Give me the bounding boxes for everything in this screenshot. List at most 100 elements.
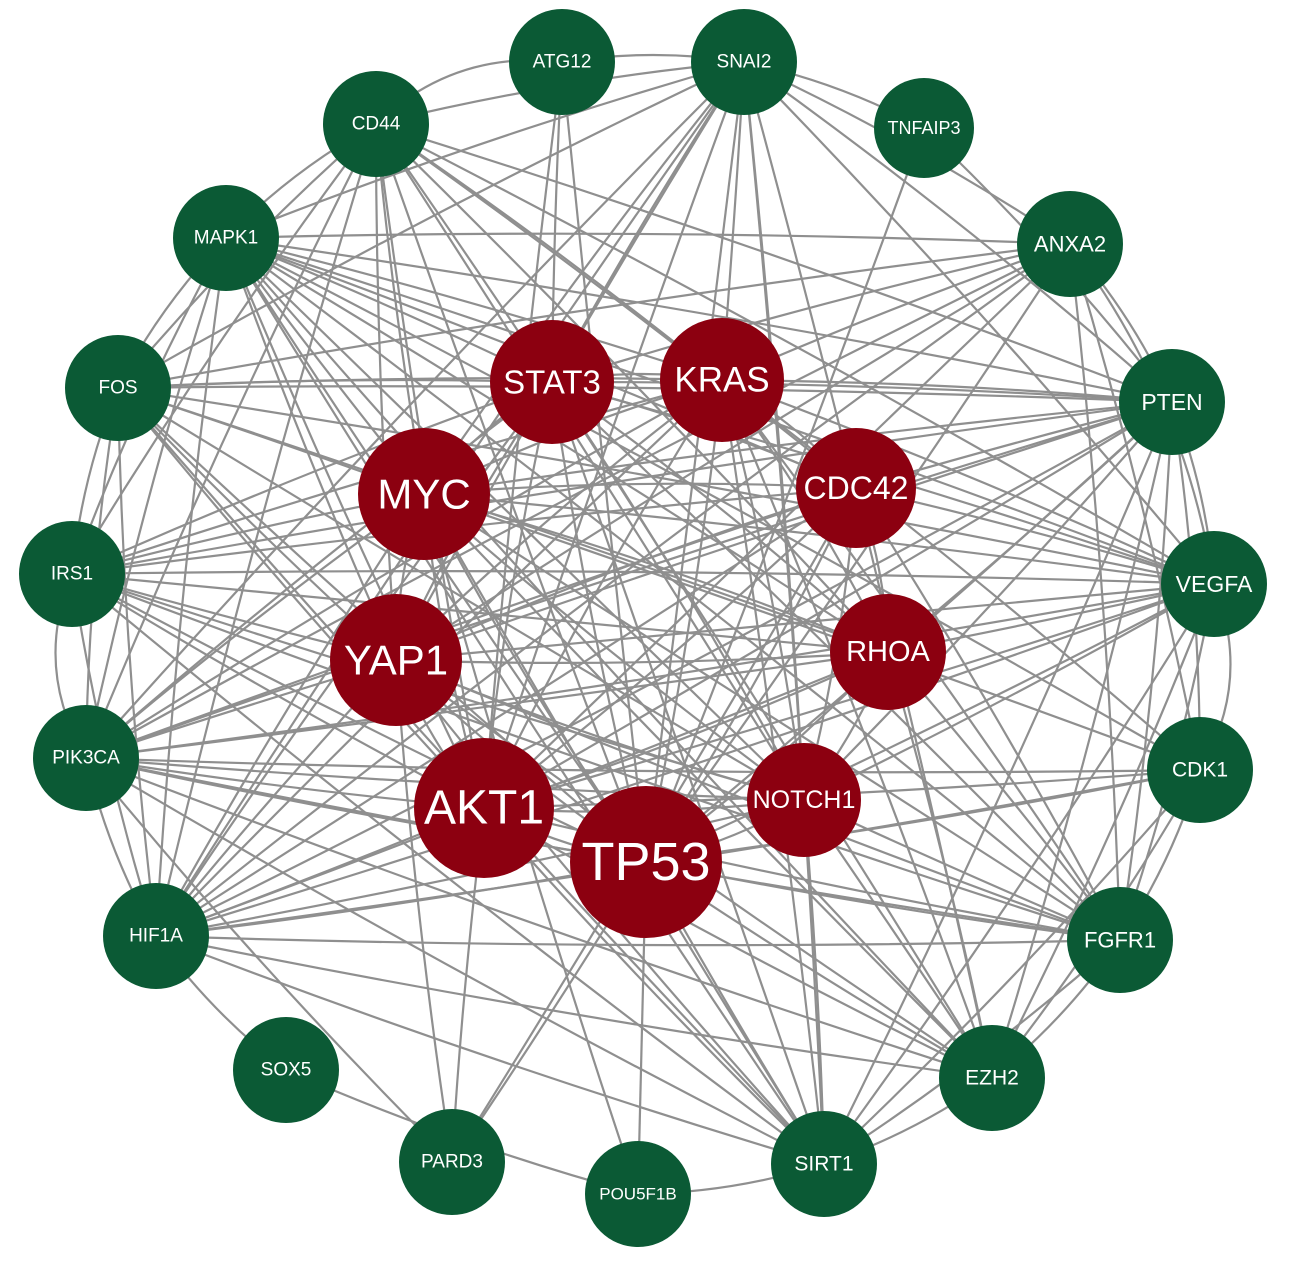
edge-pik3ca-pten [85, 400, 1173, 760]
edge-hif1a-ezh2 [155, 934, 993, 1080]
edge-pten-fgfr1 [1118, 401, 1174, 941]
node-cd44[interactable]: CD44 [323, 71, 429, 177]
node-circle [19, 521, 125, 627]
node-circle [1067, 887, 1173, 993]
node-label: MAPK1 [194, 228, 258, 249]
edge-tp53-vegfa [645, 583, 1215, 864]
node-anxa2[interactable]: ANXA2 [1017, 191, 1123, 297]
node-snai2[interactable]: SNAI2 [691, 9, 797, 115]
node-yap1[interactable]: YAP1 [330, 594, 462, 726]
edge-tp53-irs1 [71, 573, 647, 863]
node-label: SOX5 [261, 1060, 312, 1081]
node-pou5f1b[interactable]: POU5F1B [585, 1141, 691, 1247]
edge-fos-hif1a [116, 387, 158, 937]
node-circle [660, 318, 784, 442]
node-fgfr1[interactable]: FGFR1 [1067, 887, 1173, 993]
node-circle [399, 1109, 505, 1215]
edge-notch1-cd44 [375, 123, 805, 801]
edge-yap1-pten [395, 400, 1173, 662]
node-fos[interactable]: FOS [65, 335, 171, 441]
edge-pten-ezh2 [990, 401, 1174, 1079]
edge-hif1a-pten [155, 401, 1173, 937]
edge-vegfa-sirt1 [823, 583, 1215, 1165]
edge-rhoa-fos [117, 386, 889, 654]
node-circle [233, 1017, 339, 1123]
edge-irs1-pten [71, 400, 1173, 576]
node-mapk1[interactable]: MAPK1 [173, 185, 279, 291]
node-circle [358, 428, 490, 560]
node-label: EZH2 [965, 1067, 1019, 1090]
edge-hif1a-sirt1 [155, 934, 825, 1166]
node-vegfa[interactable]: VEGFA [1161, 531, 1267, 637]
node-circle [65, 335, 171, 441]
node-circle [1119, 349, 1225, 455]
edge-kras-cdk1 [721, 379, 1201, 771]
edge-yap1-rhoa [395, 650, 889, 664]
node-irs1[interactable]: IRS1 [19, 521, 125, 627]
node-cdk1[interactable]: CDK1 [1147, 717, 1253, 823]
node-kras[interactable]: KRAS [660, 318, 784, 442]
edge-sirt1-snai2 [742, 61, 826, 1165]
edge-pten-snai2 [743, 61, 1173, 403]
node-hif1a[interactable]: HIF1A [103, 883, 209, 989]
node-tp53[interactable]: TP53 [570, 786, 722, 938]
node-circle [323, 71, 429, 177]
edge-pik3ca-anxa2 [85, 243, 1071, 759]
node-label: RHOA [846, 636, 930, 668]
edge-notch1-fos [117, 387, 805, 801]
edge-myc-hif1a [155, 493, 425, 937]
node-circle [691, 9, 797, 115]
node-label: FGFR1 [1084, 928, 1156, 953]
node-label: CD44 [352, 114, 401, 135]
node-label: CDK1 [1172, 759, 1228, 782]
node-myc[interactable]: MYC [358, 428, 490, 560]
node-stat3[interactable]: STAT3 [490, 320, 614, 444]
node-pik3ca[interactable]: PIK3CA [33, 705, 139, 811]
edge-fos-pten [117, 385, 1173, 404]
edge-myc-ezh2 [423, 493, 993, 1079]
node-atg12[interactable]: ATG12 [509, 9, 615, 115]
node-circle [33, 705, 139, 811]
node-label: TNFAIP3 [887, 118, 960, 138]
node-circle [414, 738, 554, 878]
node-akt1[interactable]: AKT1 [414, 738, 554, 878]
edge-cdc42-fgfr1 [855, 487, 1121, 941]
edge-mapk1-cdk1 [225, 237, 1201, 771]
edge-cd44-pik3ca [84, 123, 377, 759]
edge-fos-anxa2 [117, 242, 1071, 390]
node-label: FOS [98, 378, 137, 399]
node-circle [330, 594, 462, 726]
node-notch1[interactable]: NOTCH1 [747, 743, 861, 857]
edge-pard3-pik3ca [85, 757, 453, 1163]
edge-yap1-vegfa [395, 582, 1215, 662]
node-label: IRS1 [51, 564, 93, 585]
node-label: NOTCH1 [753, 786, 856, 814]
node-ezh2[interactable]: EZH2 [939, 1025, 1045, 1131]
node-sirt1[interactable]: SIRT1 [771, 1111, 877, 1217]
edge-pten-sirt1 [823, 401, 1174, 1165]
edge-cd44-pten [375, 122, 1173, 404]
node-label: CDC42 [804, 470, 909, 506]
edge-kras-mapk1 [225, 236, 723, 382]
node-label: ATG12 [533, 52, 592, 73]
edge-cdc42-pik3ca [85, 486, 857, 760]
node-label: KRAS [674, 361, 769, 400]
edge-yap1-pard3 [394, 659, 454, 1163]
node-rhoa[interactable]: RHOA [830, 594, 946, 710]
edge-pik3ca-sirt1 [85, 757, 825, 1165]
edge-notch1-vegfa [803, 583, 1215, 801]
edge-akt1-mapk1 [224, 237, 485, 809]
edge-hif1a-fgfr1 [155, 934, 1121, 947]
edge-stat3-ezh2 [551, 381, 993, 1079]
node-label: HIF1A [129, 926, 183, 947]
edge-mapk1-snai2 [225, 60, 745, 240]
edge-vegfa-snai2 [743, 61, 1215, 585]
node-pard3[interactable]: PARD3 [399, 1109, 505, 1215]
edge-fos-snai2 [117, 61, 745, 389]
edge-irs1-vegfa [71, 570, 1215, 586]
node-cdc42[interactable]: CDC42 [796, 428, 916, 548]
node-sox5[interactable]: SOX5 [233, 1017, 339, 1123]
edge-vegfa-ezh2 [991, 583, 1216, 1079]
node-pten[interactable]: PTEN [1119, 349, 1225, 455]
node-tnfaip3[interactable]: TNFAIP3 [874, 78, 974, 178]
